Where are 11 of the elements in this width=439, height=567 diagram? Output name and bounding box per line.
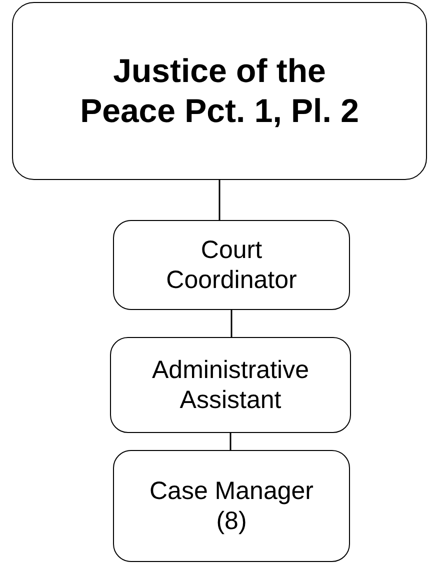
connector-line: [230, 433, 232, 450]
role-title: Justice of the Peace Pct. 1, Pl. 2: [80, 51, 360, 131]
role-title: Court Coordinator: [165, 235, 298, 295]
role-title: Administrative Assistant: [151, 355, 310, 415]
connector-line: [230, 310, 232, 337]
org-box: [113, 450, 350, 562]
connector-line: [218, 180, 220, 220]
org-box: [110, 337, 351, 433]
org-box: [113, 220, 350, 310]
role-title: Case Manager (8): [148, 476, 314, 536]
org-box: [12, 2, 427, 180]
